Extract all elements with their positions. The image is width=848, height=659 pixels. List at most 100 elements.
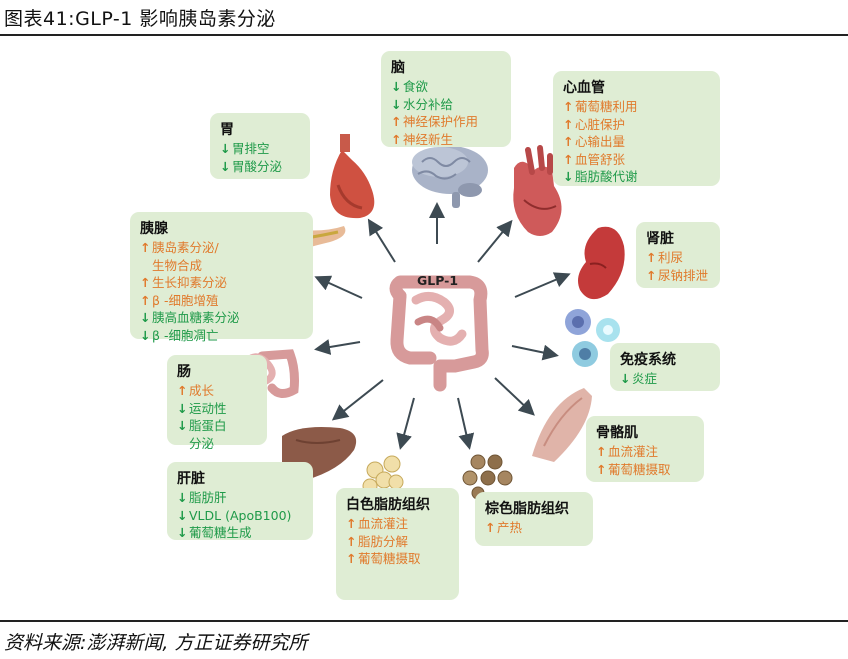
effect-item: ↑血流灌注 — [346, 515, 449, 533]
effect-text: 血管舒张 — [575, 151, 626, 167]
effect-text: 运动性 — [189, 400, 227, 416]
increase-arrow-icon: ↑ — [563, 99, 574, 114]
increase-arrow-icon: ↑ — [596, 461, 607, 477]
effect-item: ↑β -细胞增殖 — [140, 292, 303, 310]
white-fat-effects-box: 白色脂肪组织↑血流灌注↑脂肪分解↑葡萄糖摄取 — [336, 488, 459, 600]
effect-item: ↑葡萄糖摄取 — [346, 550, 449, 568]
effect-text: 脂肪肝 — [189, 490, 227, 505]
effect-text: 葡萄糖生成 — [189, 525, 252, 540]
effect-item: ↓胃排空 — [220, 140, 300, 158]
decrease-arrow-icon: ↓ — [140, 310, 151, 325]
effect-item: ↑神经新生 — [391, 131, 501, 149]
effect-item: ↓β -细胞凋亡 — [140, 327, 303, 345]
effect-item: ↓胰高血糖素分泌 — [140, 309, 303, 327]
increase-arrow-icon: ↑ — [346, 551, 357, 566]
effect-text: 脂肪酸代谢 — [575, 169, 638, 184]
immune-title: 免疫系统 — [620, 352, 676, 368]
decrease-arrow-icon: ↓ — [620, 371, 631, 386]
effect-item: ↑血流灌注 — [596, 443, 694, 461]
effect-text: 神经保护作用 — [403, 114, 479, 129]
effect-item: ↓VLDL (ApoB100) — [177, 507, 303, 525]
arrow-to-heart — [477, 219, 513, 263]
increase-arrow-icon: ↑ — [177, 383, 188, 398]
effect-text: 脂蛋白 — [189, 418, 227, 433]
effect-text: 胃排空 — [232, 141, 270, 156]
decrease-arrow-icon: ↓ — [220, 141, 231, 156]
increase-arrow-icon: ↑ — [485, 520, 496, 535]
effect-item: ↑脂肪分解 — [346, 533, 449, 551]
effect-item: ↓脂肪肝 — [177, 489, 303, 507]
increase-arrow-icon: ↑ — [346, 516, 357, 531]
arrow-to-stomach — [367, 218, 396, 263]
increase-arrow-icon: ↑ — [596, 444, 607, 459]
cardio-title: 心血管 — [563, 80, 605, 96]
effect-text: 血流灌注 — [608, 444, 659, 459]
increase-arrow-icon: ↑ — [346, 533, 357, 549]
increase-arrow-icon: ↑ — [391, 114, 402, 129]
kidney-title: 肾脏 — [646, 231, 674, 247]
effect-item: ↑心脏保护 — [563, 116, 710, 134]
intestine-title: 肠 — [177, 364, 191, 380]
effect-item: ↓食欲 — [391, 78, 501, 96]
brown-fat-icon — [462, 454, 513, 500]
effect-text: 心输出量 — [575, 134, 626, 149]
increase-arrow-icon: ↑ — [646, 267, 657, 283]
brain-icon — [412, 146, 488, 208]
effect-text: VLDL (ApoB100) — [189, 507, 292, 523]
effect-text: 炎症 — [632, 371, 658, 386]
skeletal-muscle-icon — [532, 388, 592, 462]
effect-text: 水分补给 — [403, 96, 454, 112]
arrow-to-brown-fat — [457, 397, 475, 450]
arrow-to-intestine — [314, 339, 361, 355]
effect-text: 胰岛素分泌/ — [152, 240, 219, 255]
white-fat-title: 白色脂肪组织 — [346, 497, 430, 513]
muscle-effects-box: 骨骼肌↑血流灌注↑葡萄糖摄取 — [586, 416, 704, 482]
effect-item: ↑胰岛素分泌/ — [140, 239, 303, 257]
effect-text: 心脏保护 — [575, 116, 626, 132]
arrow-to-kidney — [514, 272, 571, 298]
decrease-arrow-icon: ↓ — [177, 507, 188, 523]
effect-text: 尿钠排泄 — [658, 267, 709, 283]
pancreas-effects-box: 胰腺↑胰岛素分泌/生物合成↑生长抑素分泌↑β -细胞增殖↓胰高血糖素分泌↓β -… — [130, 212, 313, 343]
pancreas-title: 胰腺 — [140, 221, 168, 237]
effect-text: 脂肪分解 — [358, 533, 409, 549]
effect-item: ↓胃酸分泌 — [220, 158, 300, 176]
effect-text: 血流灌注 — [358, 516, 409, 531]
effect-item: ↓炎症 — [620, 370, 710, 388]
effect-item: ↓水分补给 — [391, 96, 501, 114]
effect-item: ↑生长抑素分泌 — [140, 274, 303, 292]
increase-arrow-icon: ↑ — [140, 240, 151, 255]
effect-item: ↑成长 — [177, 382, 257, 400]
effect-item: ↓葡萄糖生成 — [177, 524, 303, 542]
effect-text: 胰高血糖素分泌 — [152, 310, 240, 325]
effect-item: ↓脂肪酸代谢 — [563, 168, 710, 186]
effect-text: β -细胞凋亡 — [152, 327, 219, 343]
source-note: 资料来源:澎湃新闻, 方正证券研究所 — [4, 632, 308, 654]
figure-title: 图表41:GLP-1 影响胰岛素分泌 — [4, 8, 276, 30]
heart-icon — [513, 145, 562, 236]
intestine-effects-box: 肠↑成长↓运动性↓脂蛋白分泌 — [167, 355, 267, 451]
muscle-title: 骨骼肌 — [596, 425, 638, 441]
effect-text: 生物合成 — [152, 257, 203, 273]
arrow-to-muscle — [494, 377, 535, 416]
effect-item: 生物合成 — [140, 257, 303, 275]
effect-text: 葡萄糖摄取 — [608, 461, 671, 477]
effect-text: 产热 — [497, 520, 523, 535]
kidney-effects-box: 肾脏↑利尿↑尿钠排泄 — [636, 222, 720, 288]
arrow-to-liver — [331, 379, 384, 421]
stomach-effects-box: 胃↓胃排空↓胃酸分泌 — [210, 113, 310, 179]
effect-item: ↑心输出量 — [563, 133, 710, 151]
increase-arrow-icon: ↑ — [140, 275, 151, 290]
effect-text: 葡萄糖摄取 — [358, 551, 421, 566]
liver-effects-box: 肝脏↓脂肪肝↓VLDL (ApoB100)↓葡萄糖生成 — [167, 462, 313, 540]
liver-title: 肝脏 — [177, 471, 205, 487]
effect-item: ↑尿钠排泄 — [646, 267, 710, 285]
increase-arrow-icon: ↑ — [140, 292, 151, 308]
effect-item: ↑葡萄糖摄取 — [596, 461, 694, 479]
effect-item: ↑血管舒张 — [563, 151, 710, 169]
arrow-to-white-fat — [396, 397, 415, 450]
effect-text: 生长抑素分泌 — [152, 275, 228, 290]
effect-item: ↑葡萄糖利用 — [563, 98, 710, 116]
decrease-arrow-icon: ↓ — [563, 169, 574, 184]
